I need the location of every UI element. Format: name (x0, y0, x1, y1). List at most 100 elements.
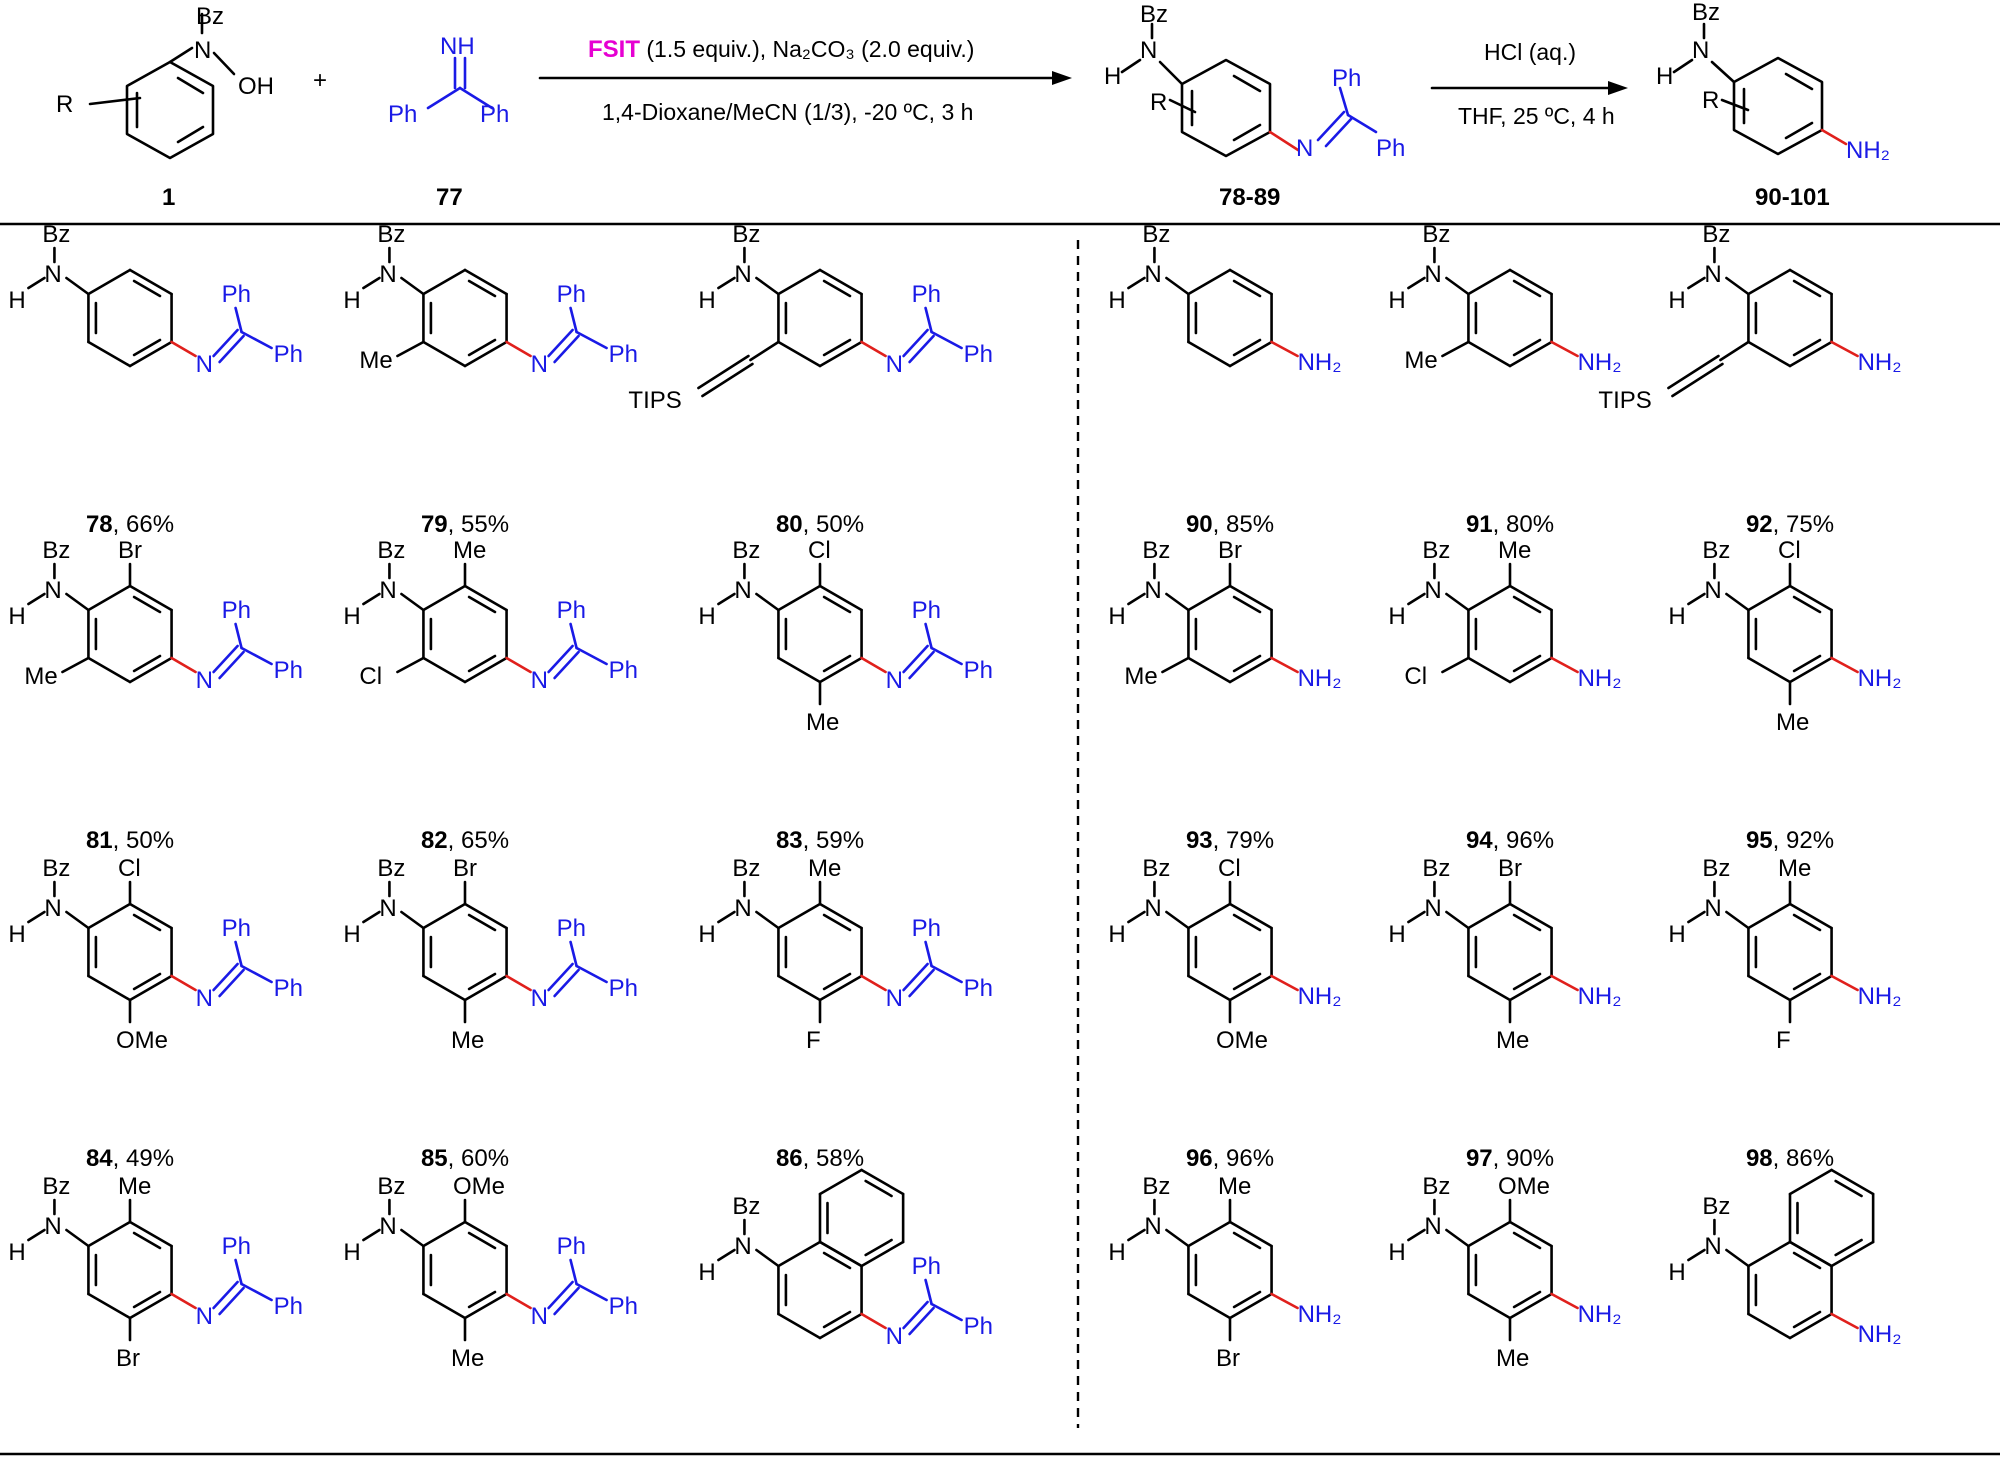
yield-value: , 90% (1493, 1145, 1554, 1172)
bond-line (1407, 592, 1426, 606)
reaction-arrow-1: FSIT (1.5 equiv.), Na₂CO₃ (2.0 equiv.) 1… (538, 36, 1072, 125)
ph-bond (569, 306, 578, 334)
nh2-label: NH₂ (1858, 983, 1902, 1010)
ring-bond (128, 1292, 173, 1320)
bz-label: Bz (1142, 537, 1170, 564)
nh2-label: NH₂ (1298, 1301, 1342, 1328)
n-label: N (44, 895, 61, 922)
compound-caption: 92, 75% (1746, 511, 1834, 538)
c-n-bond (170, 656, 197, 674)
ph-bond (930, 964, 963, 984)
h-label: H (8, 603, 25, 630)
ring-bond (1187, 902, 1232, 930)
ring-double-bond (1232, 279, 1262, 298)
n-label: N (734, 895, 751, 922)
ring-bond (1788, 1312, 1833, 1340)
substituent-ome: OMe (1498, 1173, 1550, 1200)
compound-label-90-101: 90-101 (1755, 184, 1830, 211)
nh2-label: NH₂ (1298, 349, 1342, 376)
compound-label-1: 1 (162, 184, 175, 211)
compound-number: 80 (776, 511, 803, 538)
ring-double-bond (822, 1251, 852, 1270)
substituent-me: Me (1778, 855, 1811, 882)
compound-101: BzNHNH₂101, 76% (1668, 1168, 1902, 1348)
bond-line (362, 1228, 381, 1242)
n-label: N (44, 577, 61, 604)
ring-double-bond (132, 338, 162, 357)
ring-bond (818, 340, 863, 368)
bond-line (1671, 362, 1724, 398)
imine-double-bond (547, 644, 574, 674)
ring-double-bond (1512, 1290, 1542, 1309)
ring-double-bond (864, 1238, 893, 1257)
ph-label: Ph (609, 1293, 638, 1320)
bz-label: Bz (1142, 1173, 1170, 1200)
ring-bond (1508, 1220, 1553, 1248)
n-label: N (886, 985, 903, 1012)
ring-bond (1228, 340, 1273, 368)
ring-bond (1747, 268, 1792, 296)
ring-bond (1788, 974, 1833, 1002)
n-label: N (531, 667, 548, 694)
c-n-bond (1270, 974, 1299, 992)
bond-line (1161, 656, 1190, 674)
yield-value: , 65% (448, 827, 509, 854)
ring-bond (463, 1292, 508, 1320)
n-label: N (1704, 577, 1721, 604)
nh2-label: NH₂ (1858, 665, 1902, 692)
imine-double-bond (212, 1280, 239, 1310)
ring-bond (777, 1312, 822, 1340)
ph-bond (575, 964, 608, 984)
ph-bond (924, 622, 933, 650)
bond-line (27, 276, 46, 290)
ph-label: Ph (964, 975, 993, 1002)
bz-label: Bz (1142, 855, 1170, 882)
compound-caption: 83, 59% (776, 827, 864, 854)
ring-bond (422, 974, 467, 1002)
bond-line (1165, 276, 1190, 296)
plus-sign: + (313, 67, 327, 94)
ring-double-bond (1232, 595, 1262, 614)
n-label: N (1144, 261, 1161, 288)
compound-99: BzNHMeBrNH₂99, 82% (1108, 1173, 1342, 1372)
bond-line (61, 656, 90, 674)
c-n-bond (170, 974, 197, 992)
ph-bond (930, 1302, 963, 1322)
ring-bond (422, 656, 467, 684)
ring-bond (128, 656, 173, 684)
reactant-1: Bz N OH R (56, 3, 274, 160)
ring-double-bond (132, 913, 162, 932)
ph-bond (924, 306, 933, 334)
ring-double-bond (1792, 338, 1822, 357)
ring-double-bond (1512, 338, 1542, 357)
conditions-bottom: THF, 25 ºC, 4 h (1458, 103, 1615, 129)
n-label: N (44, 1213, 61, 1240)
ph-label: Ph (912, 597, 941, 624)
ring-bond (1747, 1312, 1792, 1340)
h-label: H (343, 287, 360, 314)
ring-double-bond (467, 338, 497, 357)
bond-line (1687, 910, 1706, 924)
h-label: H (8, 1239, 25, 1266)
bond-line (697, 354, 750, 390)
bond-line (717, 276, 736, 290)
yield-value: , 75% (1773, 511, 1834, 538)
nh2-label: NH₂ (1578, 1301, 1622, 1328)
bond-line (717, 1248, 736, 1262)
ring-double-bond (822, 595, 852, 614)
ring-bond (1747, 974, 1792, 1002)
ring-bond (1747, 584, 1792, 612)
substituent-br: Br (453, 855, 477, 882)
ring-double-bond (1232, 1231, 1262, 1250)
bond-line (1127, 1228, 1146, 1242)
imine-double-bond (908, 968, 935, 998)
ph-label: Ph (274, 975, 303, 1002)
bond-line (701, 362, 754, 398)
ring-bond (128, 268, 173, 296)
substituent-f: F (806, 1027, 821, 1054)
intermediate-structure: Bz N H R N Ph Ph (1104, 1, 1405, 162)
